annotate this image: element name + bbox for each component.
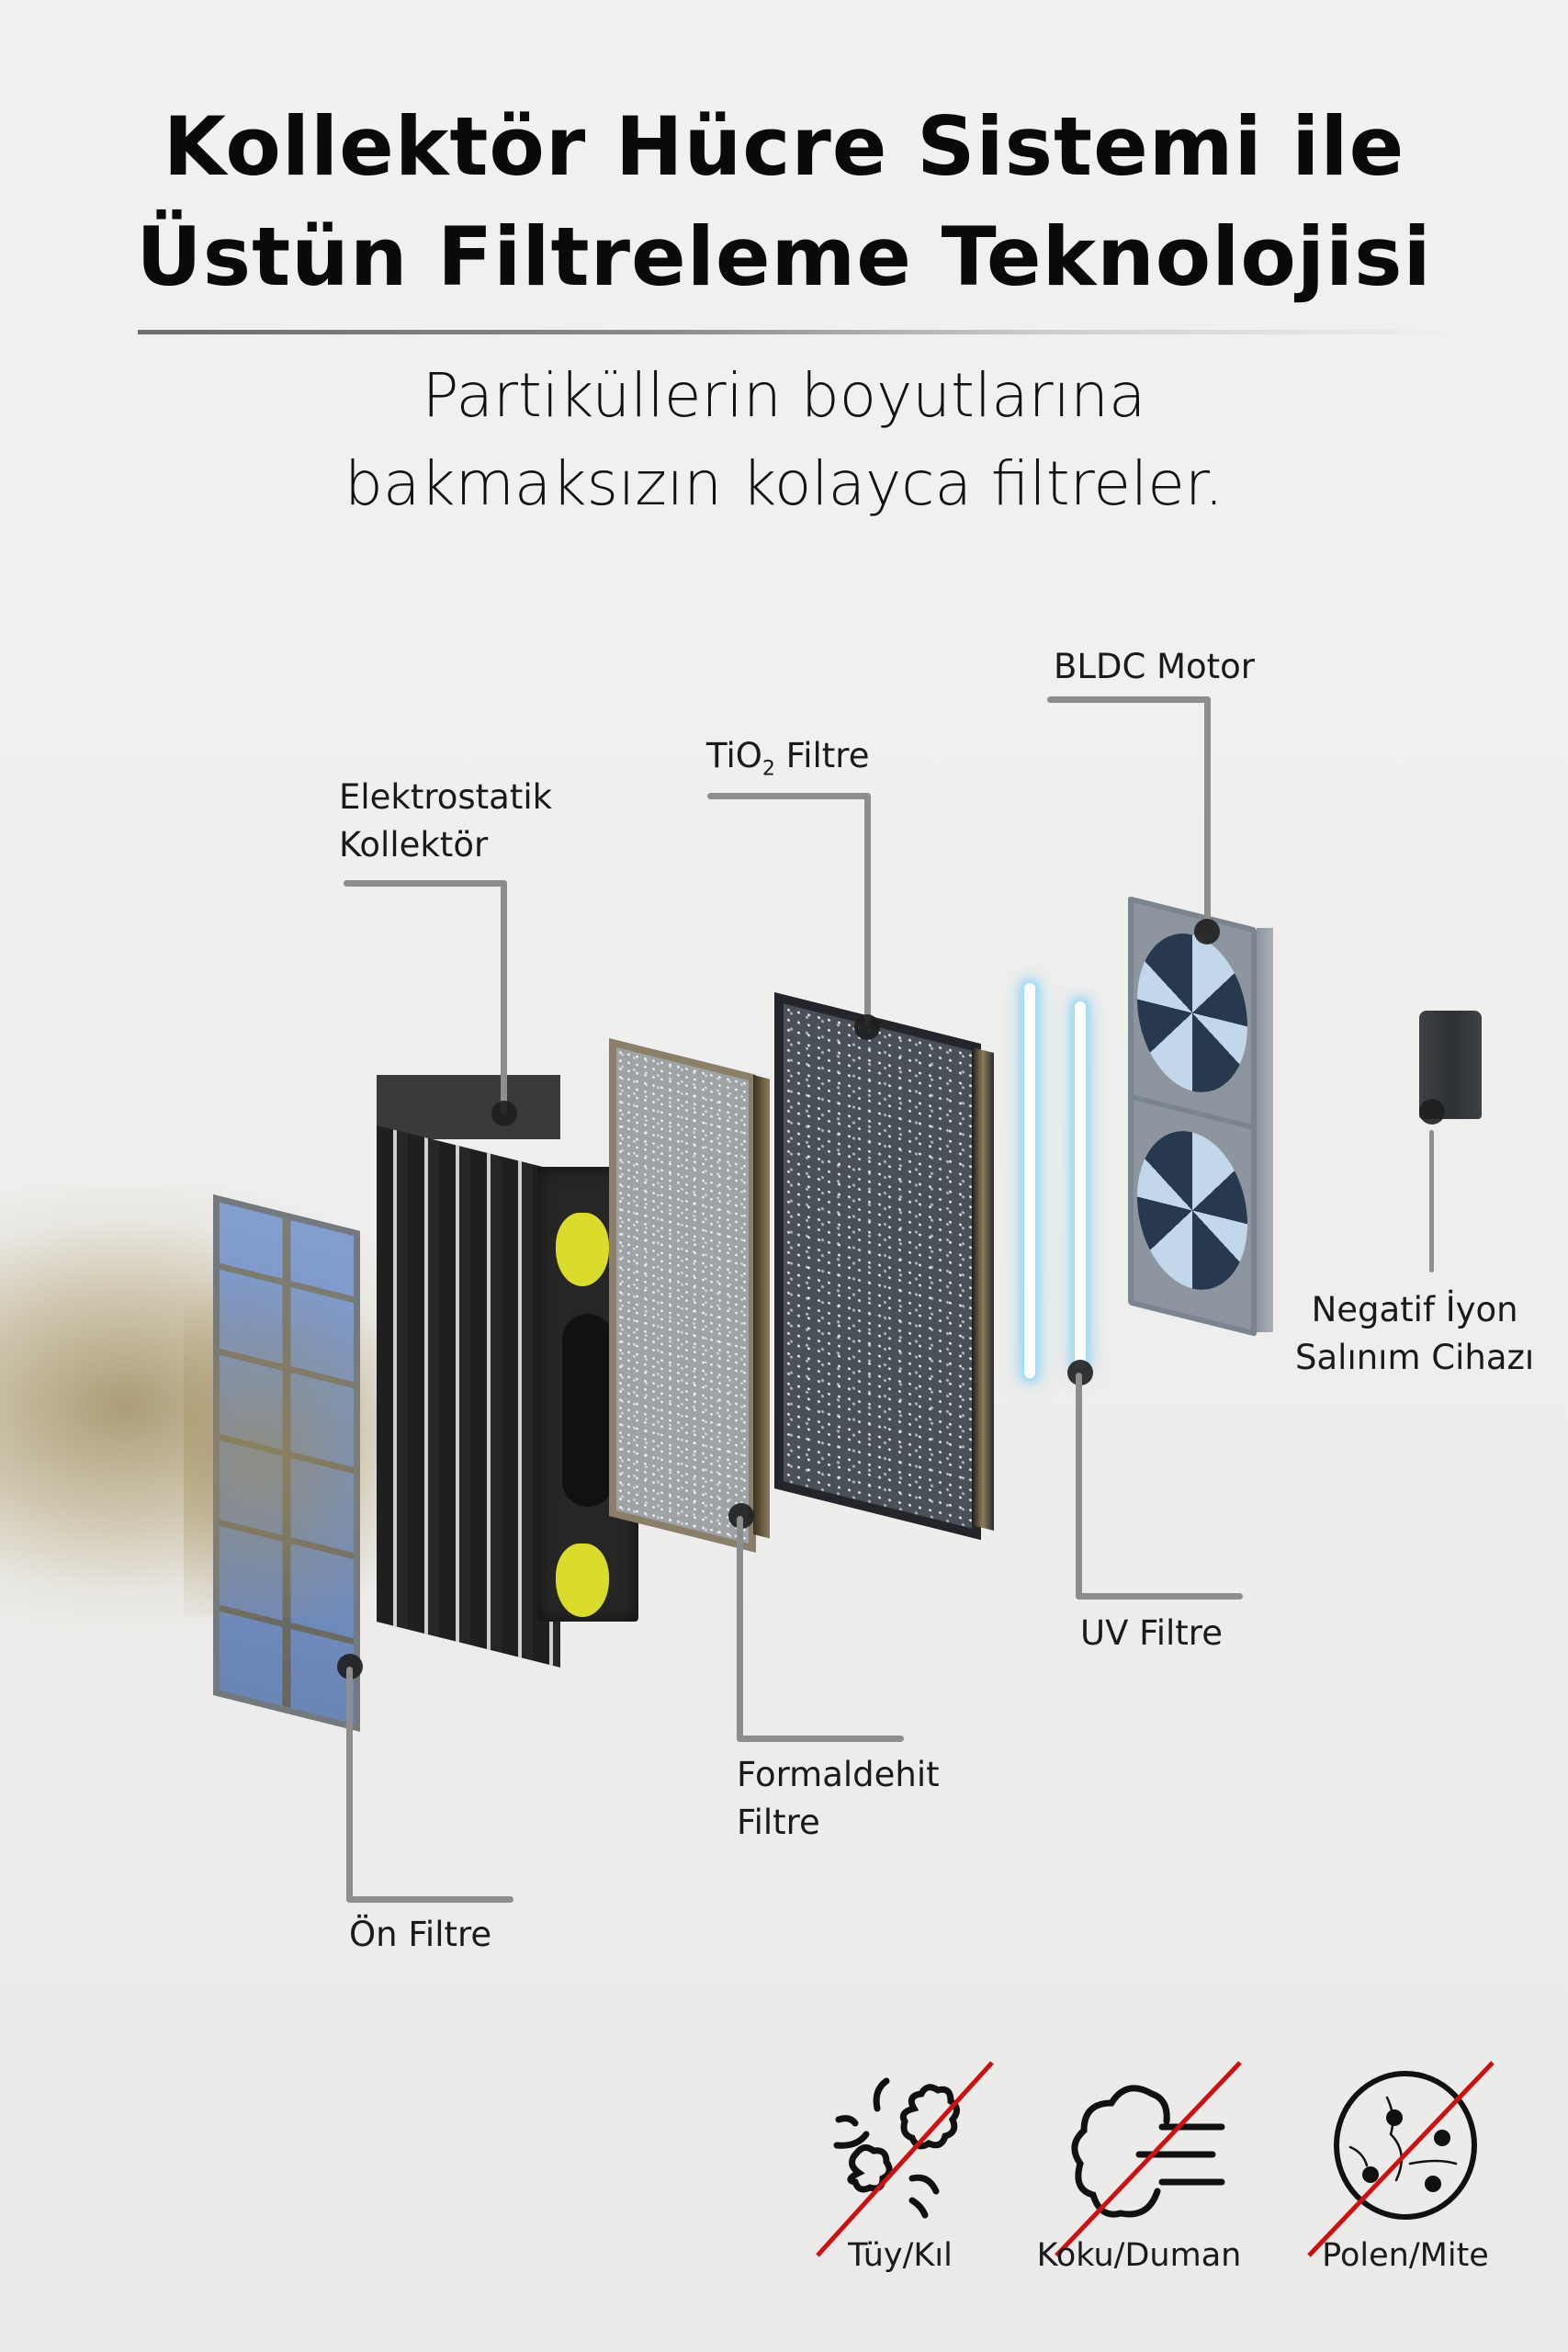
filtered-item-label: Polen/Mite: [1322, 2237, 1489, 2274]
connector-formaldehyde-h: [737, 1736, 904, 1742]
marker-dot-collector: [491, 1101, 517, 1126]
marker-dot-bldc: [1194, 919, 1220, 944]
uv-lamp-2: [1075, 1001, 1086, 1369]
yellow-clip-top: [556, 1213, 609, 1286]
connector-tio2-h: [707, 793, 871, 799]
label-collector-line2: Kollektör: [339, 825, 489, 865]
filtered-item-label: Koku/Duman: [1036, 2237, 1242, 2274]
title-line-1: Kollektör Hücre Sistemi ile: [163, 99, 1405, 194]
odor-smoke-icon: [1055, 2061, 1242, 2257]
tio2-filter-edge: [972, 1047, 994, 1531]
label-negative-ion: Negatif İyon Salınım Cihazı: [1295, 1286, 1534, 1382]
collector-illustration: [377, 1125, 560, 1668]
subtitle-line-2: bakmaksızın kolayca filtreler.: [344, 448, 1224, 519]
connector-uv-v: [1076, 1373, 1082, 1599]
filtered-item-label: Tüy/Kıl: [848, 2237, 953, 2274]
pollen-mite-icon: [1307, 2061, 1495, 2257]
connector-tio2-v: [864, 793, 871, 1027]
connector-prefilter-v: [346, 1667, 353, 1902]
subtitle: Partiküllerin boyutlarına bakmaksızın ko…: [0, 352, 1568, 528]
subtitle-line-1: Partiküllerin boyutlarına: [422, 360, 1146, 431]
label-tio2-suffix: Filtre: [774, 736, 870, 775]
connector-collector-v: [501, 880, 507, 1114]
marker-dot-tio2: [854, 1014, 880, 1040]
label-collector-line1: Elektrostatik: [339, 777, 553, 817]
label-ion-line1: Negatif İyon: [1311, 1290, 1518, 1329]
connector-collector-h: [344, 880, 507, 887]
connector-formaldehyde-v: [737, 1516, 743, 1742]
formaldehyde-filter-edge: [753, 1075, 770, 1539]
marker-dot-ion: [1419, 1099, 1445, 1125]
formaldehyde-filter-illustration: [609, 1038, 756, 1553]
label-uv-filter: UV Filtre: [1080, 1613, 1223, 1653]
fan-side: [1257, 928, 1273, 1332]
fan-blade-icon: [1137, 1118, 1247, 1303]
bldc-fan-bottom: [1128, 1093, 1257, 1337]
connector-ion-v: [1429, 1130, 1434, 1272]
label-ion-line2: Salınım Cihazı: [1295, 1338, 1535, 1377]
yellow-clip-bottom: [556, 1544, 609, 1617]
uv-lamp-1: [1024, 983, 1035, 1378]
title-line-2: Üstün Filtreleme Teknolojisi: [136, 209, 1432, 304]
label-electrostatic-collector: Elektrostatik Kollektör: [339, 774, 552, 869]
label-tio2-prefix: TiO: [706, 736, 762, 775]
collector-handle: [562, 1314, 614, 1507]
connector-prefilter-h: [346, 1896, 513, 1903]
label-tio2-filter: TiO2 Filtre: [706, 732, 869, 793]
fan-blade-icon: [1137, 921, 1247, 1105]
collector-top: [377, 1075, 560, 1139]
page-title: Kollektör Hücre Sistemi ile Üstün Filtre…: [0, 92, 1568, 312]
connector-uv-h: [1076, 1593, 1243, 1600]
label-bldc-motor: BLDC Motor: [1054, 647, 1256, 686]
connector-bldc-v: [1204, 696, 1211, 931]
title-divider: [138, 330, 1461, 334]
pet-hair-icon: [816, 2061, 994, 2257]
label-formaldehyde-filter: Formaldehit Filtre: [737, 1751, 940, 1847]
label-pre-filter: Ön Filtre: [349, 1915, 492, 1954]
label-formaldehyde-line1: Formaldehit: [737, 1755, 940, 1794]
label-formaldehyde-line2: Filtre: [737, 1803, 820, 1842]
connector-bldc-h: [1047, 696, 1211, 703]
tio2-filter-illustration: [774, 992, 981, 1541]
label-tio2-subscript: 2: [761, 757, 775, 781]
